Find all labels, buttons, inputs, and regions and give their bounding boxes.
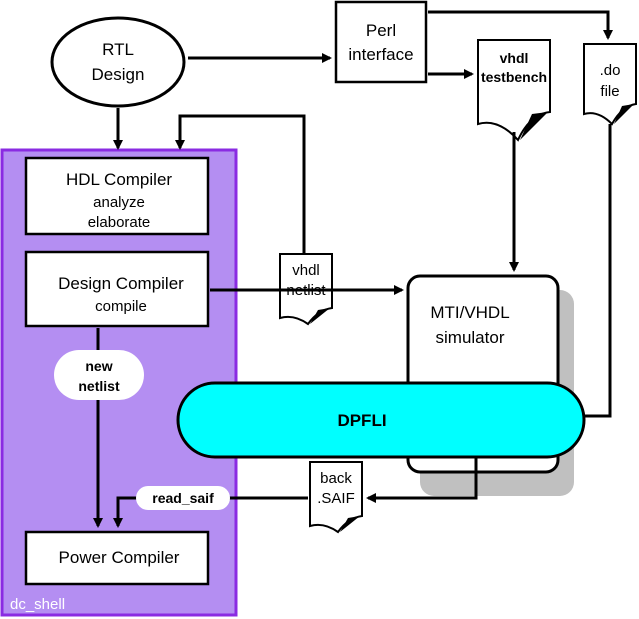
do-file-line2: file [600,83,619,100]
mti-simulator-line1: MTI/VHDL [430,303,509,322]
hdl-compiler-title: HDL Compiler [66,170,172,189]
rtl-design-line1: RTL [102,40,134,59]
back-saif-line1: back [320,470,352,487]
rtl-design-line2: Design [92,65,145,84]
edge-perl-dofile [428,10,613,40]
new-netlist-line2: netlist [78,378,120,394]
power-compiler-title: Power Compiler [59,548,180,567]
edge-netlist-hdl [175,114,306,254]
design-compiler-line1: compile [95,298,147,315]
vhdl-netlist-line1: vhdl [292,262,320,279]
mti-simulator-line2: simulator [436,328,505,347]
vhdl-testbench-line2: testbench [481,69,547,85]
perl-interface-line2: interface [348,45,413,64]
perl-interface-node [334,0,428,84]
edge-mti-saif [366,458,478,503]
new-netlist-line1: new [85,358,112,374]
rtl-design-node [50,16,186,108]
read-saif-pill [136,486,230,510]
power-compiler-node [24,530,210,586]
hdl-compiler-line1: analyze [93,194,145,211]
dpfli-label: DPFLI [337,411,386,430]
read-saif-label: read_saif [152,490,214,506]
edge-dofile-dpfli [584,124,612,418]
vhdl-testbench-line1: vhdl [500,50,529,66]
dpfli-node [176,381,586,459]
dc-shell-label: dc_shell [10,596,65,613]
perl-interface-line1: Perl [366,21,396,40]
hdl-compiler-line2: elaborate [88,214,151,231]
edge-saif-power [113,496,308,528]
design-compiler-title: Design Compiler [58,274,184,293]
design-compiler-node [24,250,210,328]
back-saif-line2: .SAIF [317,490,355,507]
do-file-line1: .do [600,62,621,79]
new-netlist-pill [54,350,144,400]
hdl-compiler-node [24,156,210,236]
